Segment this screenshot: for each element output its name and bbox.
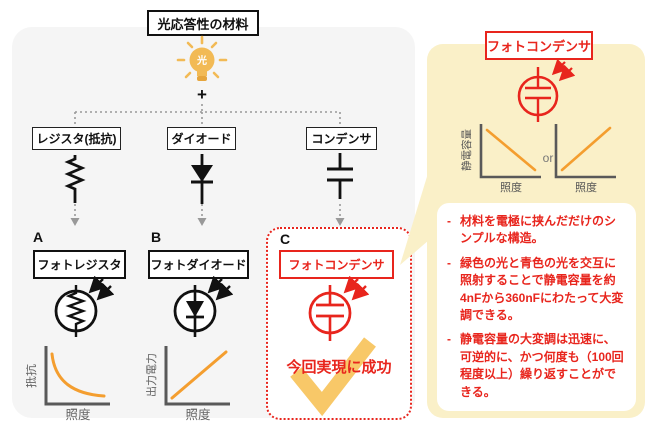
device-letter-b: B (151, 229, 162, 245)
or-label: or (543, 151, 554, 165)
graph-b-xlabel: 照度 (185, 407, 211, 422)
device-letter-c: C (280, 231, 291, 247)
callout-bullets-card: - 材料を電極に挟んだだけのシンプルな構造。 - 緑色の光と青色の光を交互に照射… (437, 203, 636, 411)
branch-resistor: レジスタ(抵抗) (32, 127, 121, 150)
photoresistor-label: フォトレジスタ (33, 250, 126, 279)
photocapacitor-label: フォトコンデンサ (279, 250, 394, 279)
callout-photocapacitor-icon (517, 58, 576, 122)
resistor-icon (64, 155, 86, 203)
bullet-marker: - (447, 255, 451, 270)
plus-sign: + (197, 85, 207, 104)
bullet-text: 材料を電極に挟んだだけのシンプルな構造。 (460, 214, 617, 246)
main-title: 光応答性の材料 (147, 10, 259, 36)
branch-capacitor: コンデンサ (306, 127, 377, 150)
bullet-text: 静電容量の大変調は迅速に、可逆的に、かつ何度も（100回程度以上）繰り返すことが… (460, 332, 624, 399)
graph-resistance: 抵抗 照度 (26, 346, 110, 422)
capacitor-icon (327, 153, 353, 199)
photodiode-icon (173, 275, 234, 337)
bullet-marker: - (447, 214, 451, 228)
graph-b-ylabel: 出力電力 (146, 353, 158, 397)
graph-a-xlabel: 照度 (65, 407, 91, 422)
light-bulb-icon: 光 (176, 35, 228, 81)
photocapacitor-icon (308, 275, 370, 341)
bullet-modulation-range: - 緑色の光と青色の光を交互に照射することで静電容量を約4nFから360nFにわ… (447, 255, 627, 325)
capacitance-xlabel-left: 照度 (500, 180, 522, 194)
capacitance-graphs: 静電容量 照度 or 照度 (460, 124, 616, 194)
bullet-marker: - (447, 332, 451, 347)
bullet-structure: - 材料を電極に挟んだだけのシンプルな構造。 (447, 213, 627, 248)
checkmark-icon (290, 337, 376, 417)
photoresistor-icon (54, 275, 115, 337)
capacitance-xlabel-right: 照度 (575, 180, 597, 194)
graph-output-power: 出力電力 照度 (146, 346, 230, 422)
photodiode-label: フォトダイオード (148, 250, 249, 279)
capacitance-ylabel: 静電容量 (460, 129, 473, 171)
callout-tail (400, 170, 429, 265)
device-letter-a: A (33, 229, 44, 245)
diode-icon (191, 154, 213, 204)
bullet-repeatability: - 静電容量の大変調は迅速に、可逆的に、かつ何度も（100回程度以上）繰り返すこ… (447, 331, 627, 401)
callout-title: フォトコンデンサ (485, 31, 593, 60)
branch-diode: ダイオード (167, 127, 236, 150)
success-caption: 今回実現に成功 (286, 359, 392, 376)
bullet-text: 緑色の光と青色の光を交互に照射することで静電容量を約4nFから360nFにわたっ… (460, 255, 624, 322)
graph-a-ylabel: 抵抗 (26, 364, 38, 388)
light-label: 光 (196, 54, 207, 67)
